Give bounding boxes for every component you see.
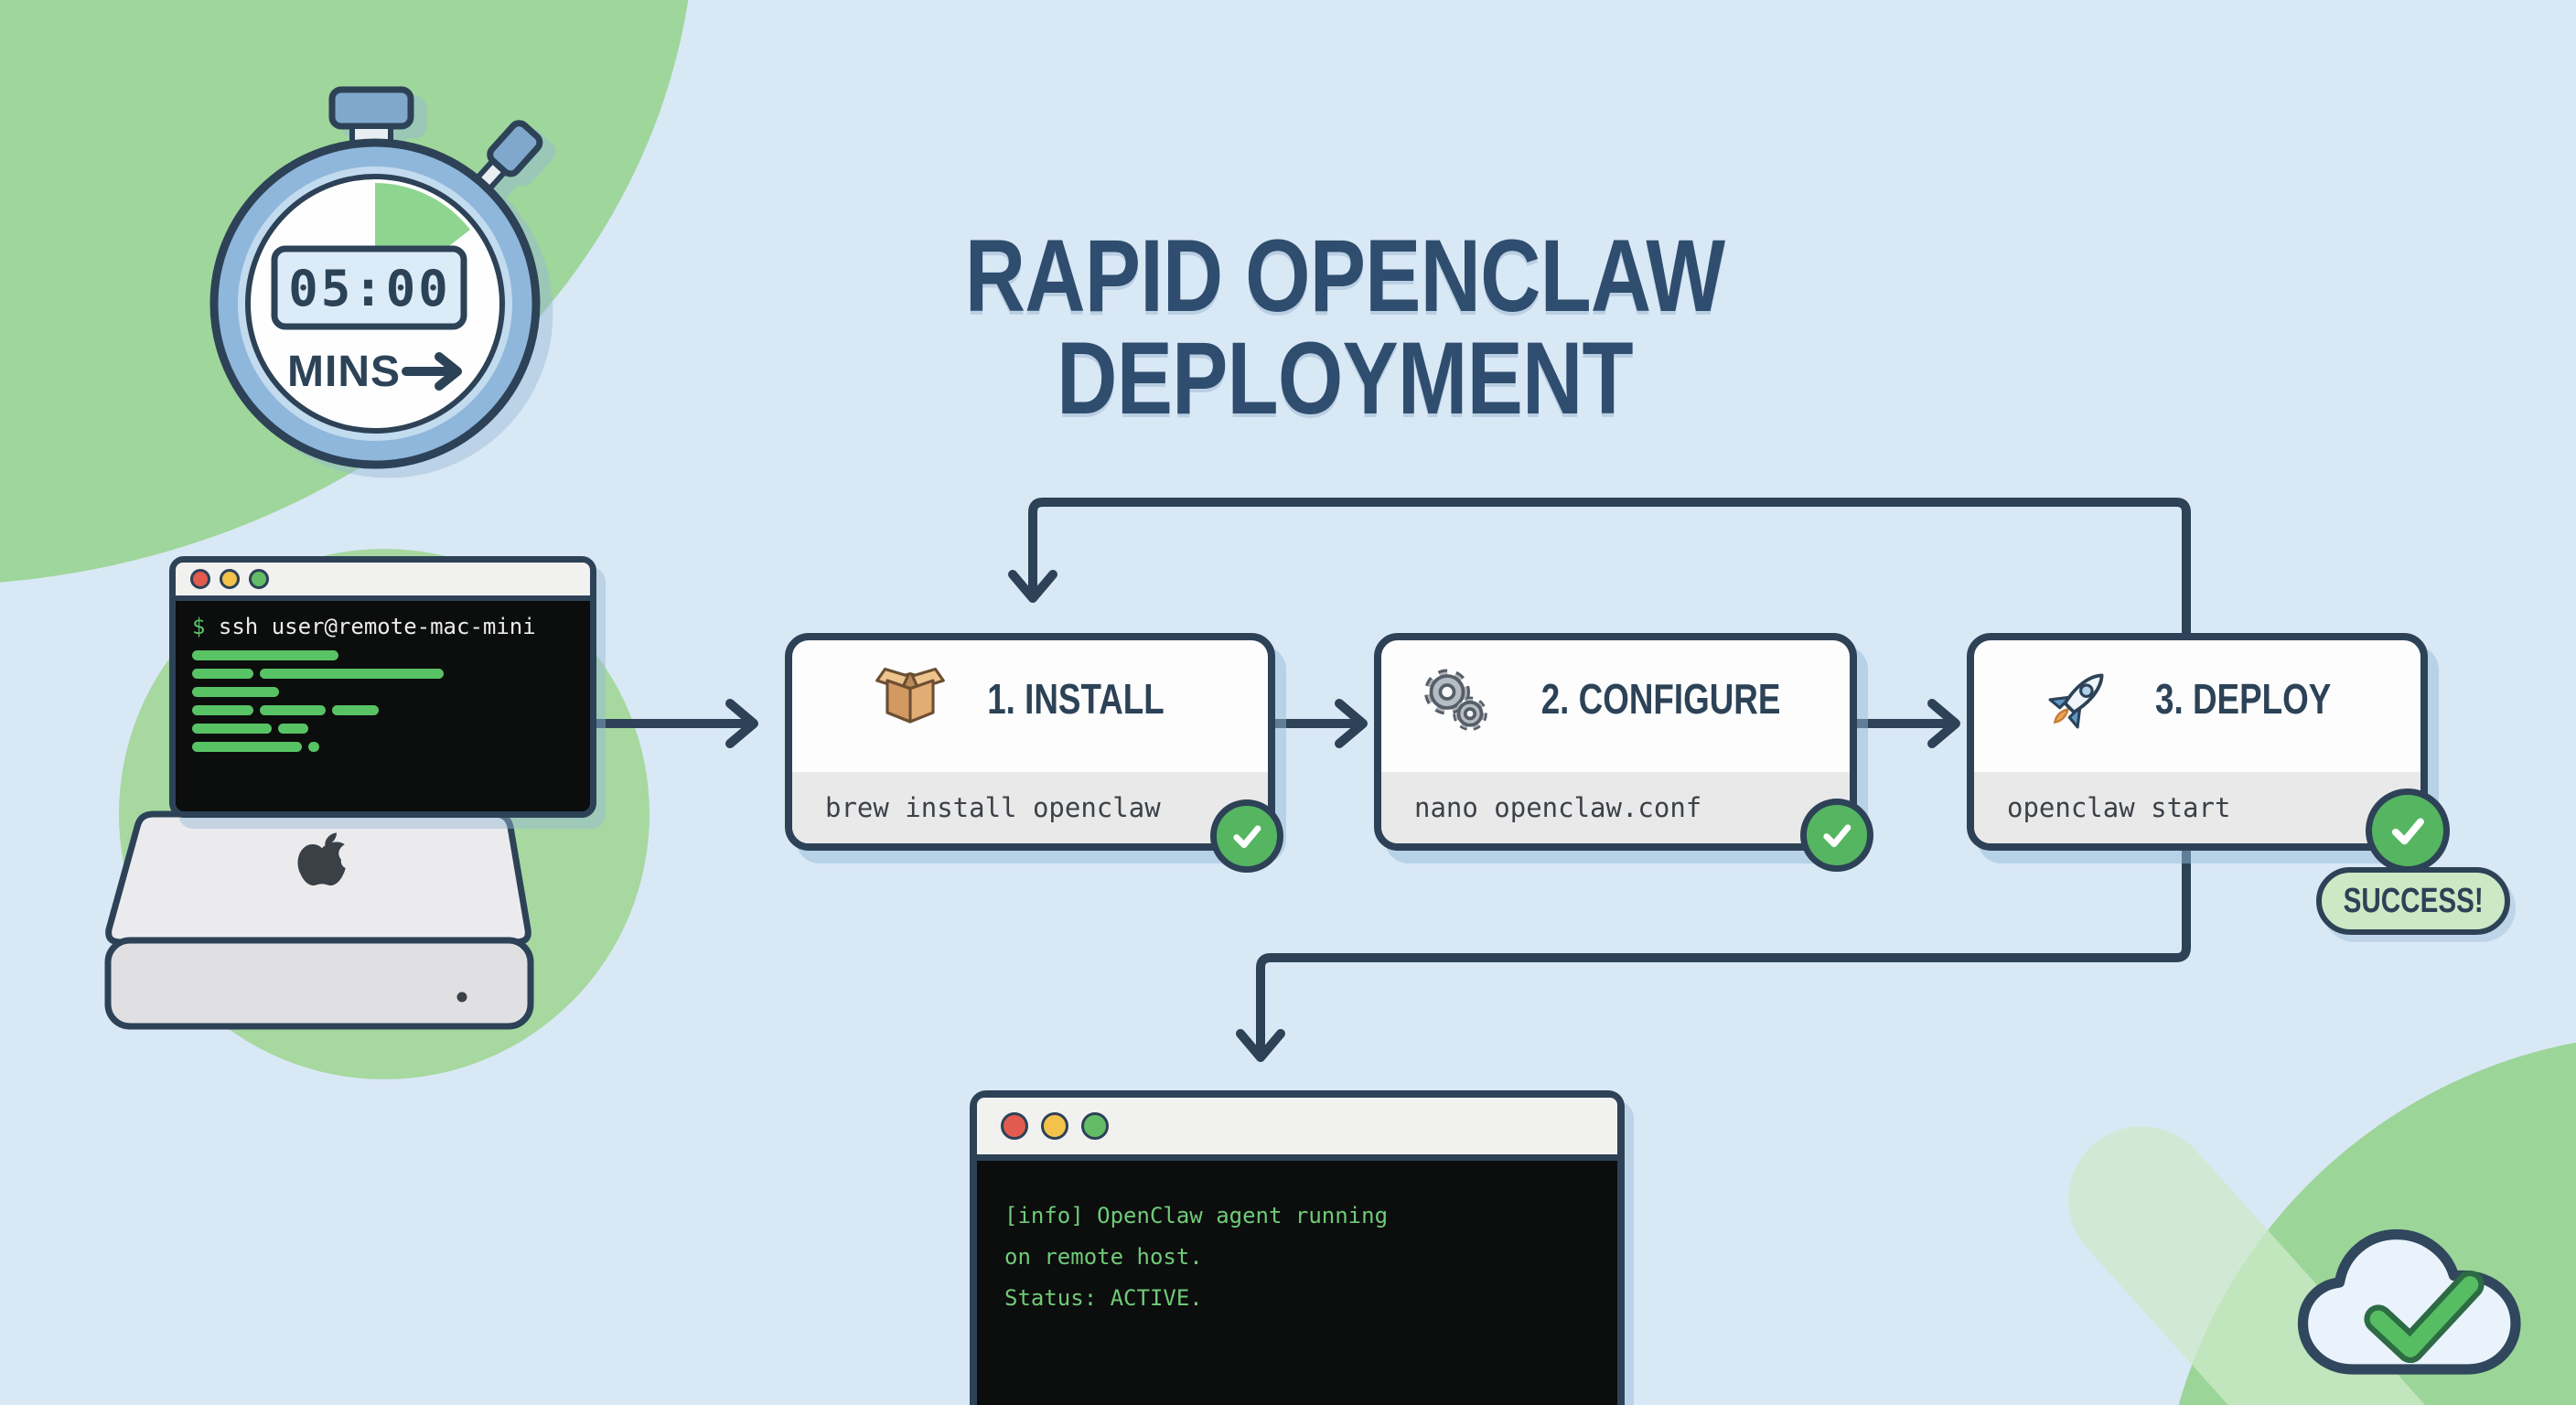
step-command-strip: openclaw start bbox=[1974, 772, 2420, 843]
cloud-check-icon bbox=[2297, 1228, 2521, 1375]
page-title: RAPID OPENCLAW DEPLOYMENT bbox=[964, 219, 1725, 435]
step-configure-box: 2. CONFIGURE nano openclaw.conf bbox=[1374, 633, 1857, 851]
step-install-box: 1. INSTALL brew install openclaw bbox=[785, 633, 1275, 851]
step-command-strip: brew install openclaw bbox=[792, 772, 1268, 843]
loop-deploy-to-install bbox=[1008, 498, 2191, 638]
terminal-output-bars bbox=[192, 650, 590, 752]
stopwatch-unit: MINS bbox=[287, 348, 401, 396]
stopwatch-crown bbox=[328, 86, 414, 130]
shell-prompt: $ bbox=[192, 614, 219, 639]
close-button-icon[interactable] bbox=[1001, 1112, 1028, 1140]
command-line: $ ssh user@remote-mac-mini bbox=[192, 614, 590, 639]
minimize-button-icon[interactable] bbox=[220, 569, 240, 589]
deploy-check-icon bbox=[2366, 788, 2450, 873]
stopwatch-time: 05:00 bbox=[288, 260, 451, 317]
arrow-ssh-to-install bbox=[586, 699, 758, 748]
terminal-title-bar bbox=[176, 563, 590, 601]
arrow-right-icon bbox=[402, 352, 462, 391]
zoom-button-icon[interactable] bbox=[1081, 1112, 1109, 1140]
stopwatch-icon: 05:00 MINS bbox=[209, 86, 543, 469]
terminal-title-bar bbox=[977, 1098, 1617, 1161]
log-line: Status: ACTIVE. bbox=[1004, 1285, 1203, 1311]
ssh-command: ssh user@remote-mac-mini bbox=[218, 614, 536, 639]
power-led bbox=[456, 992, 467, 1003]
gears-icon bbox=[1424, 669, 1488, 731]
step-command: brew install openclaw bbox=[825, 792, 1161, 823]
step-label: 3. DEPLOY bbox=[2154, 675, 2332, 723]
package-box-icon bbox=[875, 667, 945, 724]
log-line: [info] OpenClaw agent running bbox=[1004, 1203, 1389, 1228]
step-command: openclaw start bbox=[2007, 792, 2231, 823]
terminal-content: [info] OpenClaw agent running on remote … bbox=[977, 1161, 1617, 1405]
digital-display bbox=[271, 245, 467, 330]
rocket-icon bbox=[2048, 673, 2104, 729]
stopwatch-side-button bbox=[487, 120, 543, 177]
arrow-deploy-to-output bbox=[1236, 833, 2191, 1062]
install-check-icon bbox=[1210, 799, 1283, 873]
configure-check-icon bbox=[1800, 799, 1873, 872]
step-label: 1. INSTALL bbox=[987, 675, 1165, 723]
arrow-install-to-configure bbox=[1265, 699, 1368, 748]
mac-mini-front-face bbox=[104, 937, 534, 1030]
step-deploy-box: 3. DEPLOY openclaw start bbox=[1967, 633, 2428, 851]
success-badge: SUCCESS! bbox=[2316, 867, 2510, 935]
ssh-terminal-window: $ ssh user@remote-mac-mini bbox=[169, 556, 596, 818]
mac-mini bbox=[104, 810, 534, 1030]
close-button-icon[interactable] bbox=[190, 569, 210, 589]
arrow-configure-to-deploy bbox=[1847, 699, 1960, 748]
output-terminal-window: [info] OpenClaw agent running on remote … bbox=[970, 1090, 1625, 1405]
log-line: on remote host. bbox=[1004, 1244, 1203, 1270]
step-label: 2. CONFIGURE bbox=[1541, 675, 1781, 723]
step-command-strip: nano openclaw.conf bbox=[1381, 772, 1850, 843]
zoom-button-icon[interactable] bbox=[249, 569, 269, 589]
step-command: nano openclaw.conf bbox=[1414, 792, 1702, 823]
minimize-button-icon[interactable] bbox=[1041, 1112, 1068, 1140]
apple-logo-icon bbox=[297, 832, 356, 886]
terminal-content: $ ssh user@remote-mac-mini bbox=[176, 601, 590, 811]
